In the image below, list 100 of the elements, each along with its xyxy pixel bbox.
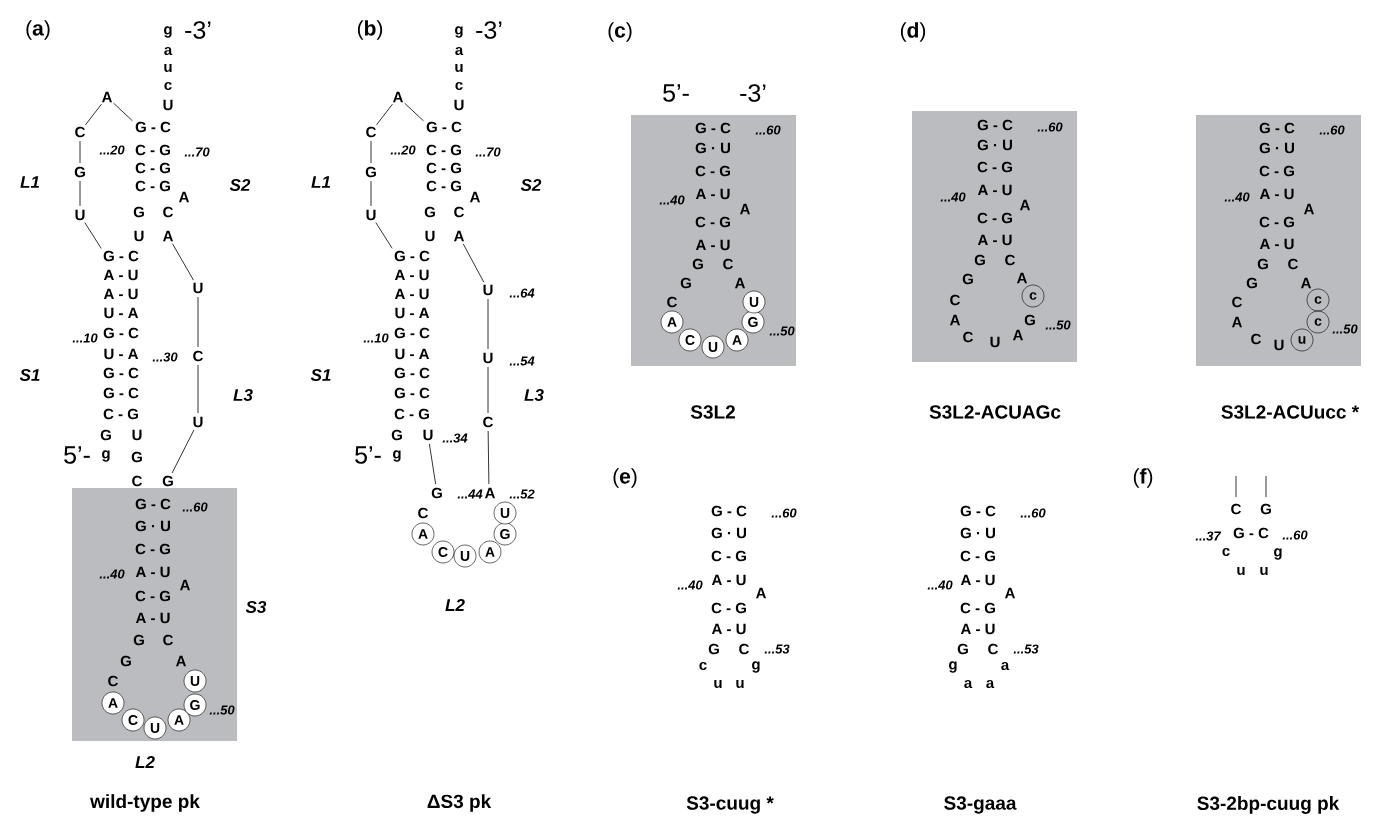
nucleotide-letter: g xyxy=(393,450,401,462)
position-number: ...50 xyxy=(209,705,235,715)
position-number: ...10 xyxy=(72,333,98,343)
nucleotide-letter: C xyxy=(193,350,203,362)
nucleotide-letter: U xyxy=(132,429,142,441)
nucleotide-letter: U xyxy=(423,429,433,441)
construct-name: S3-2bp-cuug pk xyxy=(1197,796,1340,814)
nucleotide-letter: C xyxy=(667,296,677,308)
base-pair: C - G xyxy=(977,212,1012,224)
region-label: S3 xyxy=(245,600,267,613)
nucleotide-letter: G xyxy=(431,487,442,499)
strand-end-label: 5’- xyxy=(64,446,90,464)
nucleotide-letter: U xyxy=(454,99,464,111)
nucleotide-letter: G xyxy=(957,643,968,655)
position-number: ...60 xyxy=(1020,508,1046,518)
nucleotide-letter: g xyxy=(752,661,760,673)
position-number: ...10 xyxy=(363,333,389,343)
nucleotide-letter: C xyxy=(1251,333,1261,345)
base-pair: A - U xyxy=(1259,238,1294,250)
base-pair: G - C xyxy=(711,505,747,517)
nucleotide-letter: U xyxy=(483,284,493,296)
region-label: L2 xyxy=(445,599,465,611)
circled-nucleotide: U xyxy=(493,501,517,525)
panel-label: (a) xyxy=(26,20,50,40)
circled-nucleotide: C xyxy=(431,540,455,564)
nucleotide-letter: C xyxy=(723,258,733,270)
base-pair: A - U xyxy=(960,623,995,635)
nucleotide-letter: A xyxy=(734,277,745,289)
position-number: ...50 xyxy=(1045,320,1071,330)
nucleotide-letter: A xyxy=(1012,329,1023,341)
nucleotide-letter: C xyxy=(163,206,173,218)
nucleotide-letter: u xyxy=(1237,566,1245,576)
nucleotide-letter: a xyxy=(964,679,973,689)
base-pair: C - G xyxy=(135,543,170,555)
nucleotide-letter: G xyxy=(692,258,703,270)
nucleotide-letter: a xyxy=(164,46,173,56)
base-pair: A - U xyxy=(394,288,429,300)
construct-name: ΔS3 pk xyxy=(427,794,492,812)
base-pair: U - A xyxy=(104,348,139,360)
nucleotide-letter: C xyxy=(950,294,960,306)
base-pair: C - G xyxy=(960,550,995,562)
nucleotide-letter: U xyxy=(425,230,435,242)
nucleotide-letter: A xyxy=(1016,272,1027,284)
base-pair: G - C xyxy=(394,327,430,339)
position-number: ...52 xyxy=(509,489,535,499)
region-label: L3 xyxy=(524,389,544,401)
nucleotide-letter: U xyxy=(134,230,144,242)
nucleotide-letter: C xyxy=(739,643,749,655)
base-pair: G · U xyxy=(977,139,1012,151)
nucleotide-letter: u xyxy=(455,63,463,73)
base-pair: C - G xyxy=(695,165,730,177)
region-label: S2 xyxy=(520,179,542,191)
nucleotide-letter: C xyxy=(963,331,973,343)
construct-name: S3L2-ACUucc * xyxy=(1221,405,1360,419)
nucleotide-letter: A xyxy=(1019,199,1030,211)
circled-nucleotide: c xyxy=(1306,310,1330,334)
strand-end-label: -3’ xyxy=(740,84,766,102)
nucleotide-letter: G xyxy=(365,166,376,178)
nucleotide-letter: G xyxy=(708,643,719,655)
base-pair: C - G xyxy=(426,144,461,156)
nucleotide-letter: U xyxy=(1274,339,1284,351)
base-pair: A - U xyxy=(103,269,138,281)
nucleotide-letter: G xyxy=(974,254,985,266)
position-number: ...54 xyxy=(509,356,535,366)
position-number: ...53 xyxy=(1013,644,1039,654)
position-number: ...53 xyxy=(764,644,790,654)
nucleotide-letter: g xyxy=(949,661,957,673)
base-pair: A - U xyxy=(695,188,730,200)
circled-nucleotide: c xyxy=(1021,284,1045,308)
panel-label: (e) xyxy=(613,468,637,488)
circled-nucleotide: A xyxy=(725,328,749,352)
nucleotide-letter: G xyxy=(1246,277,1257,289)
nucleotide-letter: G xyxy=(131,451,142,463)
circled-nucleotide: C xyxy=(678,328,702,352)
nucleotide-letter: G xyxy=(962,273,973,285)
nucleotide-letter: G xyxy=(74,166,85,178)
base-pair: C - G xyxy=(960,602,995,614)
base-pair: A - U xyxy=(135,566,170,578)
circled-nucleotide: U xyxy=(701,335,725,359)
base-pair: G · U xyxy=(960,527,995,539)
nucleotide-letter: c xyxy=(1222,547,1230,557)
nucleotide-letter: A xyxy=(1303,203,1314,215)
nucleotide-letter: G xyxy=(1257,258,1268,270)
construct-name: S3-cuug * xyxy=(686,796,774,814)
nucleotide-letter: C xyxy=(132,475,142,487)
base-pair: C - G xyxy=(695,216,730,228)
base-pair: G - C xyxy=(394,387,430,399)
base-pair: C - G xyxy=(135,162,170,174)
base-pair: G · U xyxy=(711,527,746,539)
base-pair: G - C xyxy=(1233,527,1269,539)
position-number: ...44 xyxy=(457,489,483,499)
nucleotide-letter: c xyxy=(699,661,707,671)
circled-nucleotide: u xyxy=(1290,328,1314,352)
nucleotide-letter: C xyxy=(1231,503,1241,515)
base-pair: A - U xyxy=(394,269,429,281)
nucleotide-letter: U xyxy=(193,282,203,294)
nucleotide-letter: C xyxy=(1005,254,1015,266)
position-number: ...60 xyxy=(182,502,208,512)
base-pair: C - G xyxy=(135,180,170,192)
base-pair: C - G xyxy=(135,144,170,156)
